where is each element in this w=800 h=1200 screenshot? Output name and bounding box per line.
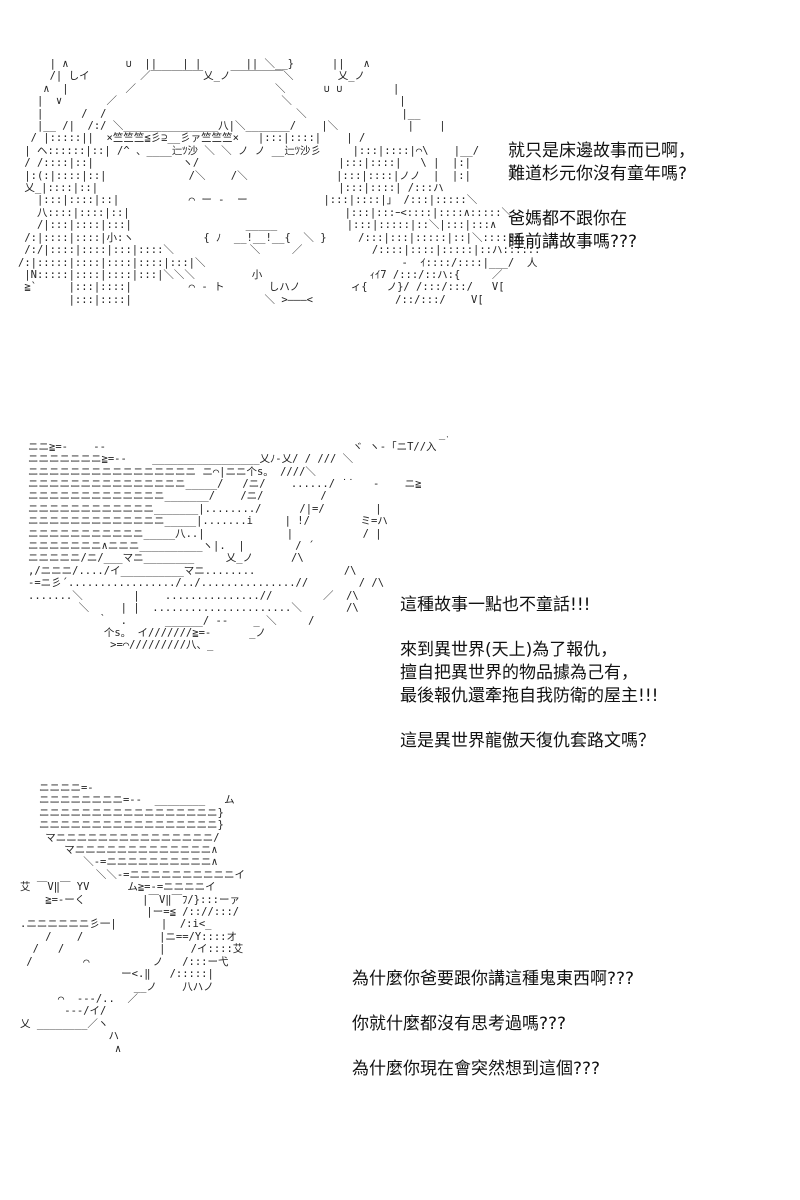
dialogue-line: 為什麼你爸要跟你講這種鬼東西啊??? [352, 969, 635, 989]
panel-2: | _ノ| ニニ≧=- -- ヾ ヽ-「ニT//入 ニニニニニニニ≧=-- __… [0, 410, 800, 780]
dialogue-line: 為什麼你現在會突然想到這個??? [352, 1059, 601, 1079]
dialogue-line: 擅自把異世界的物品據為己有， [400, 663, 638, 683]
ascii-art-speed-lines-character: | _ノ| ニニ≧=- -- ヾ ヽ-「ニT//入 ニニニニニニニ≧=-- __… [28, 428, 448, 652]
panel-1: | ∧ ∪ || | | || ＼__} || ∧ /| しイ ／￣￣￣￣￣乂_… [0, 0, 800, 395]
panel-3: ニニニニ=- ニニニニニニニニ=-- ________ ム ニニニニニニニニニニ… [0, 780, 800, 1200]
dialogue-line: 最後報仇還牽拖自我防衛的屋主!!! [400, 686, 659, 706]
dialogue-line: 你就什麼都沒有思考過嗎??? [352, 1014, 567, 1034]
dialogue-line: 睡前講故事嗎??? [508, 232, 638, 252]
dialogue-line: 來到異世界(天上)為了報仇， [400, 640, 618, 660]
dialogue-line: 爸媽都不跟你在 [508, 209, 627, 229]
dialogue-box-1: 就只是床邊故事而已啊， 難道杉元你沒有童年嗎? 爸媽都不跟你在 睡前講故事嗎??… [508, 140, 695, 254]
dialogue-line: 難道杉元你沒有童年嗎? [508, 164, 688, 184]
dialogue-box-3: 為什麼你爸要跟你講這種鬼東西啊??? 你就什麼都沒有思考過嗎??? 為什麼你現在… [352, 968, 634, 1081]
dialogue-line: 這種故事一點也不童話!!! [400, 595, 591, 615]
ascii-art-speed-lines-figure: ニニニニ=- ニニニニニニニニ=-- ________ ム ニニニニニニニニニニ… [20, 782, 246, 1055]
dialogue-box-2: 這種故事一點也不童話!!! 來到異世界(天上)為了報仇， 擅自把異世界的物品據為… [400, 594, 658, 753]
ascii-art-character-face: | ∧ ∪ || | | || ＼__} || ∧ /| しイ ／￣￣￣￣￣乂_… [18, 58, 538, 306]
dialogue-line: 就只是床邊故事而已啊， [508, 141, 695, 161]
dialogue-line: 這是異世界龍傲天復仇套路文嗎？ [400, 731, 655, 751]
